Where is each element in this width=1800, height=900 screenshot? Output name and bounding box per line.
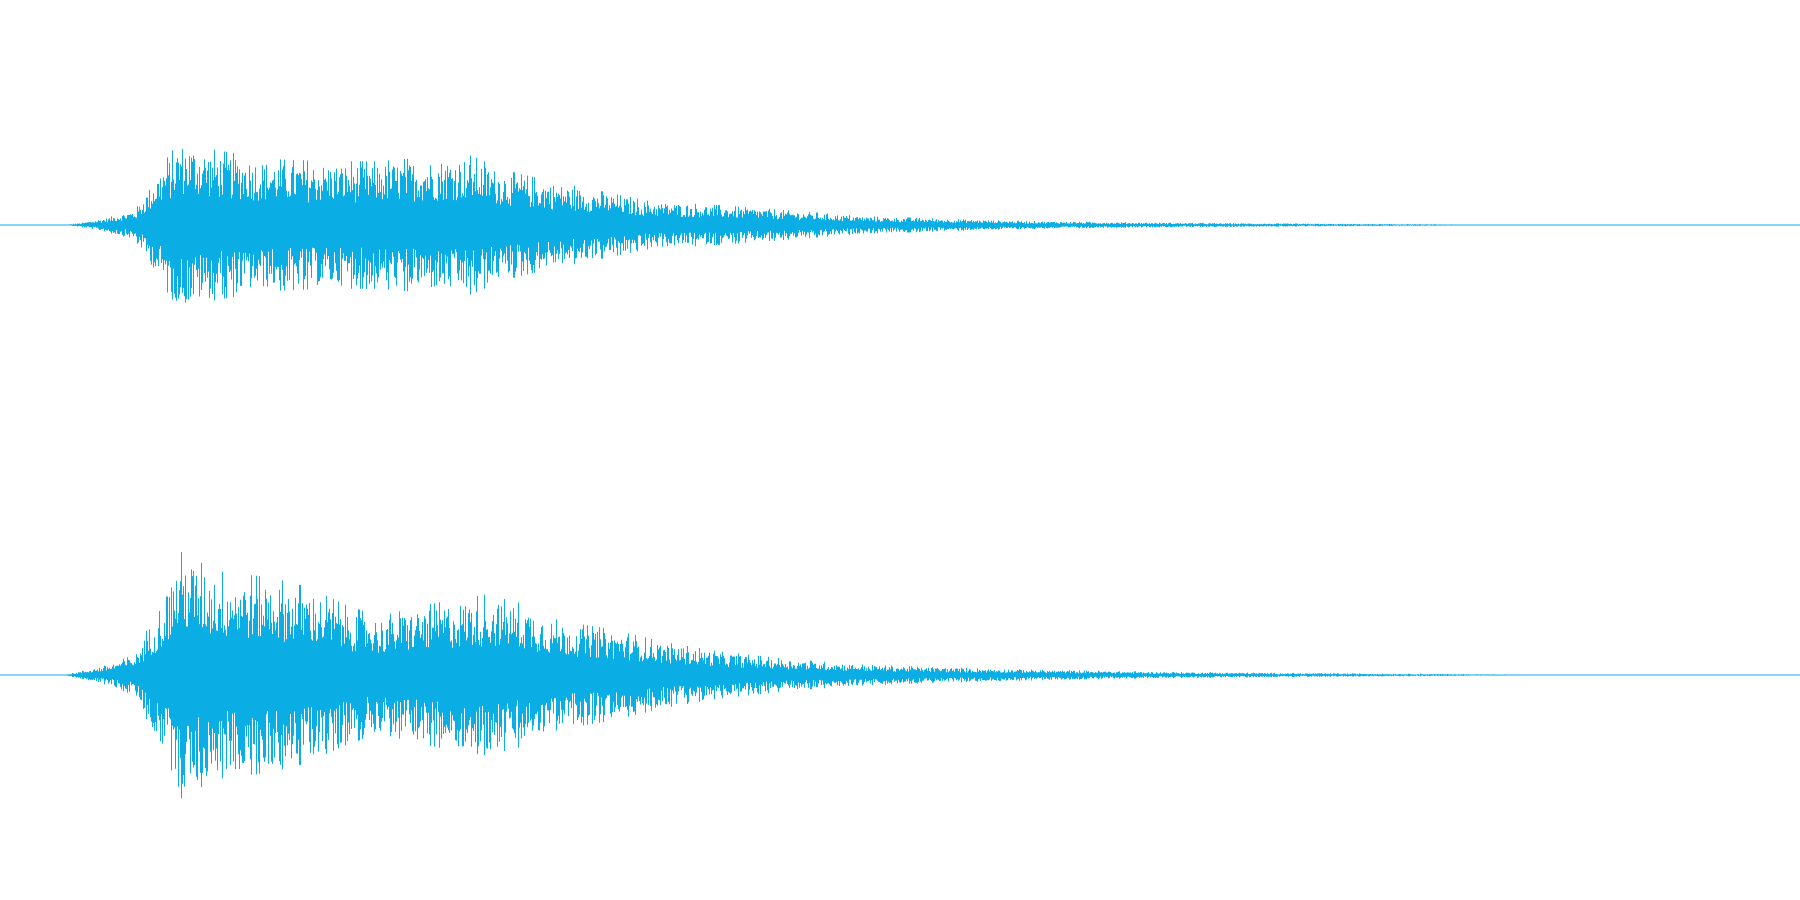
channel-1-waveform [0,148,1800,303]
waveform-trace [64,552,1520,798]
waveform-trace [64,148,1492,303]
channel-2-waveform [0,552,1800,798]
